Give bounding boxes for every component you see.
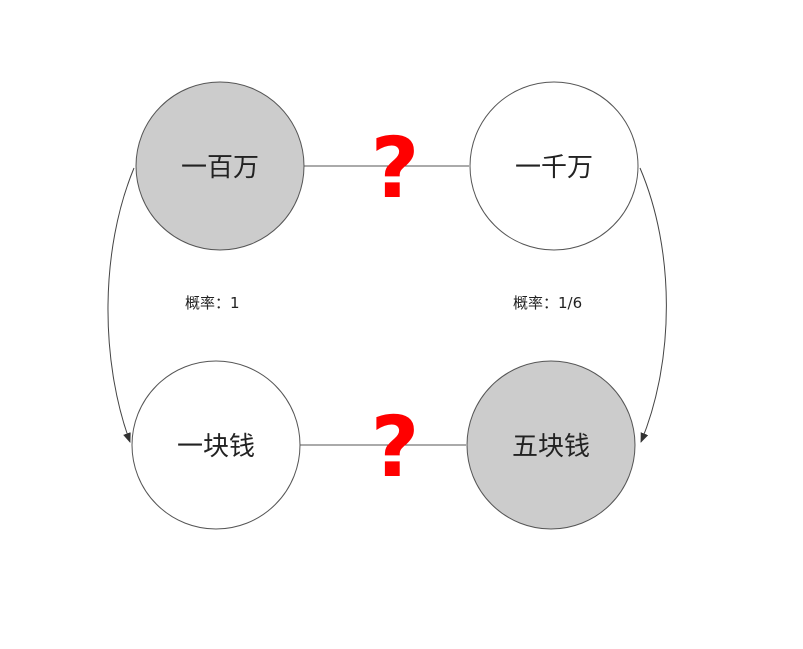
node-top-right: 一千万: [469, 81, 639, 251]
node-top-left: 一百万: [135, 81, 305, 251]
right-curved-arrow: [639, 167, 667, 443]
node-bottom-left-label: 一块钱: [177, 432, 255, 462]
left-curved-arrow: [107, 167, 135, 443]
left-probability-label: 概率：1: [185, 294, 240, 312]
node-top-left-label: 一百万: [181, 153, 259, 183]
node-bottom-left: 一块钱: [131, 360, 301, 530]
bottom-question-mark: ?: [371, 398, 420, 496]
top-question-mark: ?: [371, 119, 420, 217]
right-probability-label: 概率：1/6: [513, 294, 582, 312]
node-bottom-right-label: 五块钱: [512, 432, 590, 462]
node-top-left-circle: [135, 81, 305, 251]
node-top-right-circle: [469, 81, 639, 251]
node-top-right-label: 一千万: [515, 153, 593, 183]
node-bottom-right: 五块钱: [466, 360, 636, 530]
node-bottom-left-circle: [131, 360, 301, 530]
node-bottom-right-circle: [466, 360, 636, 530]
